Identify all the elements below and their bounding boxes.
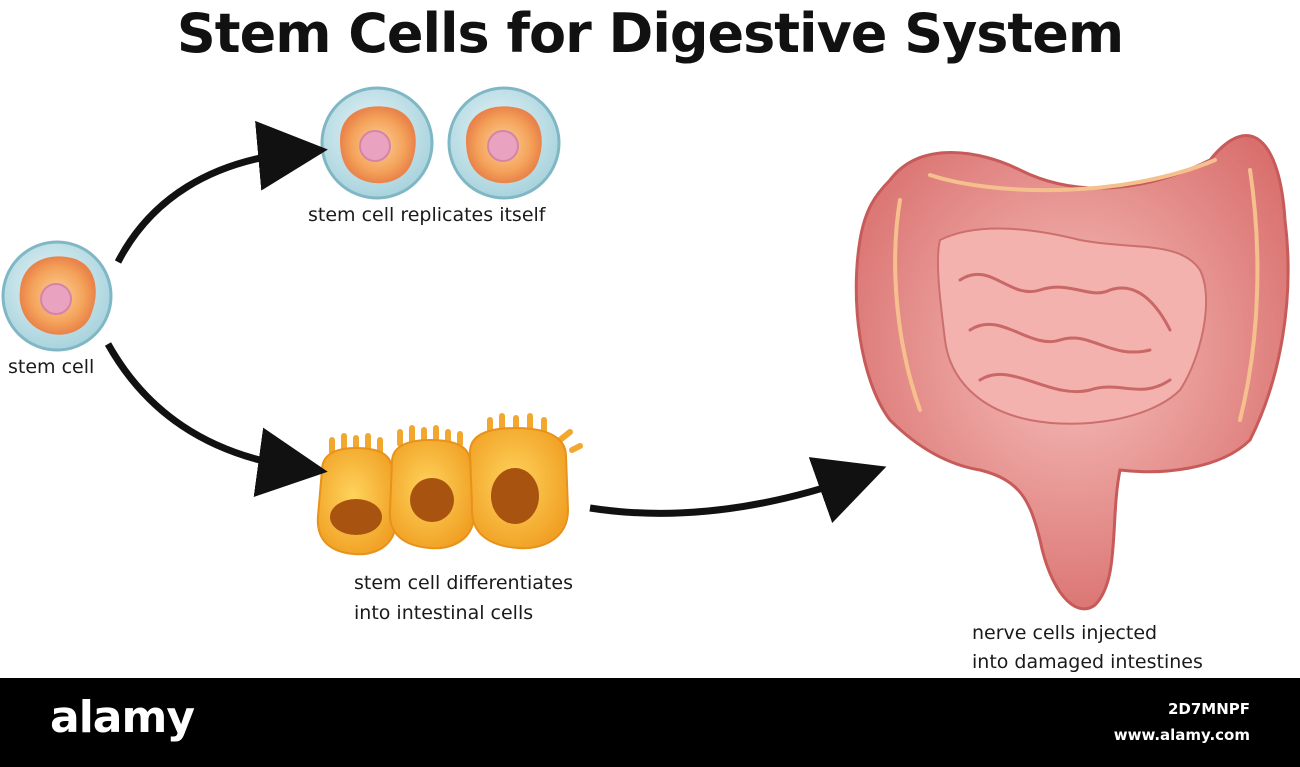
image-id: 2D7MNPF [1167, 700, 1250, 718]
site-url: www.alamy.com [1113, 726, 1250, 744]
arrow-to-differentiates [104, 342, 328, 497]
watermark-footer: alamy 2D7MNPF www.alamy.com [0, 678, 1300, 767]
label-stem-cell: stem cell [8, 356, 95, 378]
diagram-canvas [1, 86, 1290, 611]
label-replicates: stem cell replicates itself [308, 204, 546, 226]
replicated-cell-icon-2 [447, 86, 561, 200]
intestinal-cells-icon [316, 413, 583, 556]
arrow-to-intestines [589, 457, 887, 524]
intestinal-cell-2 [388, 425, 476, 550]
label-differentiates-line1: stem cell differentiates [354, 572, 573, 594]
intestinal-cell-1 [316, 433, 398, 556]
intestines-icon [854, 134, 1290, 611]
brand-logo: alamy [50, 692, 195, 743]
arrow-to-replicates [114, 120, 328, 264]
label-injected-line1: nerve cells injected [972, 622, 1158, 644]
page-title: Stem Cells for Digestive System [176, 2, 1124, 65]
replicated-cell-icon-1 [320, 86, 434, 200]
label-differentiates-line2: into intestinal cells [354, 602, 534, 624]
intestinal-cell-3 [468, 413, 583, 550]
stem-cell-icon [1, 240, 113, 352]
label-injected-line2: into damaged intestines [972, 651, 1203, 673]
